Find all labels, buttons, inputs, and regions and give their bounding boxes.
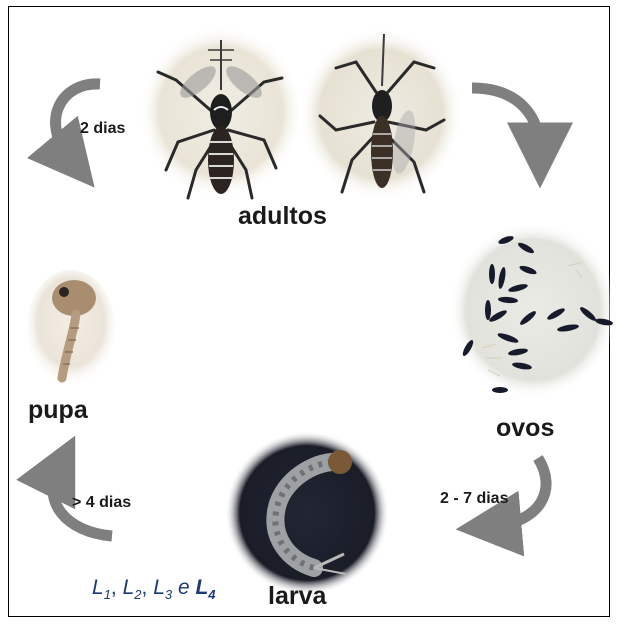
eggs-photo — [448, 218, 618, 398]
adult-mosquito-photo-2 — [296, 22, 466, 202]
duration-eggs: 2 - 7 dias — [440, 490, 508, 508]
instar-l4: L4 — [195, 576, 215, 599]
instar-l3: L3 — [153, 576, 172, 599]
pupa-photo — [26, 268, 116, 388]
arrow-adults-to-eggs — [472, 88, 540, 150]
larva-photo — [222, 428, 392, 598]
label-adults: adultos — [238, 202, 327, 231]
duration-larva: > 4 dias — [72, 494, 131, 512]
instar-l2: L2 — [123, 576, 142, 599]
label-larva: larva — [268, 582, 326, 611]
adult-mosquito-photo-1 — [136, 20, 306, 200]
instar-l1: L1 — [92, 576, 111, 599]
larval-instars-label: L1, L2, L3 e L4 — [92, 576, 216, 602]
label-pupa: pupa — [28, 396, 88, 425]
duration-adults: 2 dias — [80, 120, 125, 138]
label-eggs: ovos — [496, 414, 554, 443]
